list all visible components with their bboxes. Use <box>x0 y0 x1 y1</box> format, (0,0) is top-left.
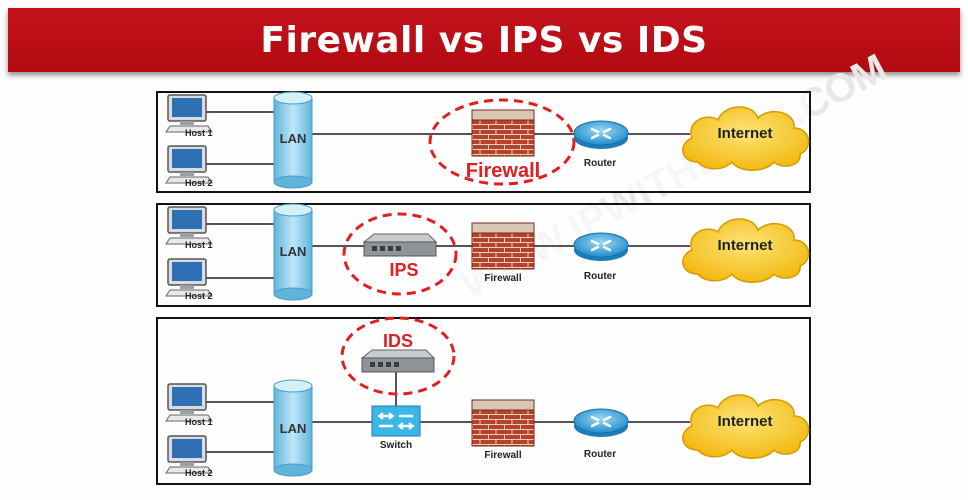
ids-label: IDS <box>383 331 413 351</box>
lan-label: LAN <box>280 244 307 259</box>
host1-icon <box>165 94 213 133</box>
firewall-icon <box>471 222 535 270</box>
router-icon <box>572 119 630 151</box>
lan-label: LAN <box>280 421 307 436</box>
panel-firewall: Host 1 Host 2 LAN Firewall Router Intern… <box>156 91 811 193</box>
firewall-label-highlight: Firewall <box>466 160 540 182</box>
ips-appliance-icon <box>363 233 437 257</box>
host1-icon <box>165 383 213 422</box>
switch-icon <box>371 405 421 437</box>
panel-ids: Host 1 Host 2 LAN IDS Switch Firewall Ro… <box>156 316 811 485</box>
internet-label: Internet <box>717 237 772 254</box>
router-label: Router <box>584 271 616 282</box>
host1-label: Host 1 <box>185 128 213 138</box>
host1-icon <box>165 206 213 245</box>
firewall-icon <box>471 109 535 157</box>
switch-label: Switch <box>380 440 412 451</box>
internet-label: Internet <box>717 125 772 142</box>
firewall-label: Firewall <box>484 450 521 461</box>
firewall-label: Firewall <box>484 273 521 284</box>
ids-appliance-icon <box>361 349 435 373</box>
firewall-highlight-circle <box>428 98 576 186</box>
host1-label: Host 1 <box>185 240 213 250</box>
page-title: Firewall vs IPS vs IDS <box>260 19 708 61</box>
host2-label: Host 2 <box>185 178 213 188</box>
ips-label: IPS <box>389 260 418 280</box>
router-label: Router <box>584 158 616 169</box>
title-banner: Firewall vs IPS vs IDS <box>8 8 960 72</box>
router-icon <box>572 407 630 439</box>
router-label: Router <box>584 449 616 460</box>
host1-label: Host 1 <box>185 417 213 427</box>
ips-highlight-circle <box>342 212 458 296</box>
firewall-icon <box>471 399 535 447</box>
internet-label: Internet <box>717 413 772 430</box>
host2-label: Host 2 <box>185 468 213 478</box>
lan-label: LAN <box>280 131 307 146</box>
ids-highlight-circle <box>340 316 456 396</box>
router-icon <box>572 231 630 263</box>
host2-label: Host 2 <box>185 291 213 301</box>
panel-ips: Host 1 Host 2 LAN IPS Firewall Router In… <box>156 203 811 307</box>
